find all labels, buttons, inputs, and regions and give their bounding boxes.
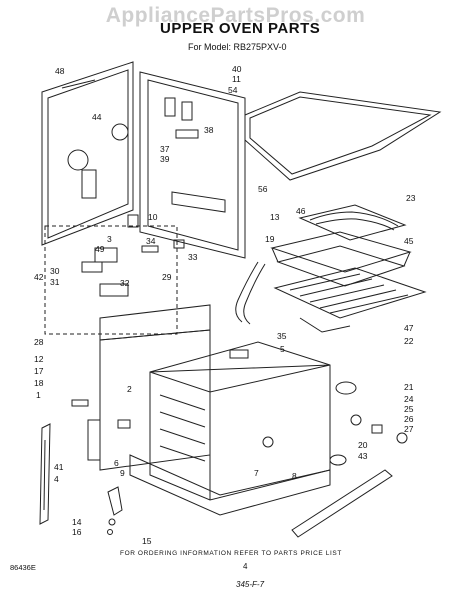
callout-17: 17 [34, 366, 44, 376]
callout-1: 1 [36, 390, 41, 400]
callout-9: 9 [120, 468, 125, 478]
callout-12: 12 [34, 354, 44, 364]
right-hardware [329, 381, 408, 466]
callout-37: 37 [160, 144, 170, 154]
callout-6: 6 [114, 458, 119, 468]
callout-16: 16 [72, 527, 82, 537]
callout-23: 23 [406, 193, 416, 203]
switch-parts [81, 245, 159, 297]
callout-54: 54 [228, 85, 238, 95]
callout-11: 11 [232, 74, 241, 84]
callout-42: 42 [34, 272, 44, 282]
callout-39: 39 [160, 154, 170, 164]
callout-44: 44 [92, 112, 102, 122]
page-number: 4 [243, 562, 248, 571]
callout-35: 35 [277, 331, 287, 341]
callout-10: 10 [148, 212, 158, 222]
callout-18: 18 [34, 378, 44, 388]
callout-19: 19 [265, 234, 275, 244]
page-title: UPPER OVEN PARTS [160, 20, 321, 37]
rear-panel [41, 61, 134, 246]
broil-element [298, 204, 407, 241]
callout-43: 43 [358, 451, 368, 461]
callout-25: 25 [404, 404, 414, 414]
sub-assembly-box [44, 225, 178, 335]
oven-rack [273, 267, 427, 333]
callout-15: 15 [142, 536, 152, 546]
callout-28: 28 [34, 337, 44, 347]
base-pan [129, 454, 331, 516]
callout-7: 7 [254, 468, 259, 478]
callout-33: 33 [188, 252, 198, 262]
callout-22: 22 [404, 336, 414, 346]
callout-32: 32 [120, 278, 130, 288]
callout-29: 29 [162, 272, 172, 282]
callout-41: 41 [54, 462, 64, 472]
callout-3: 3 [107, 234, 112, 244]
watermark: AppliancePartsPros.com [105, 4, 366, 27]
hinge-parts [39, 399, 123, 535]
callout-13: 13 [270, 212, 280, 222]
document-code: 86436E [10, 563, 36, 572]
callout-47: 47 [404, 323, 414, 333]
handwritten-code: 345-F-7 [236, 580, 265, 589]
callout-45: 45 [404, 236, 414, 246]
callout-31: 31 [50, 277, 60, 287]
callout-49: 49 [95, 244, 105, 254]
callout-21: 21 [404, 382, 414, 392]
callout-2: 2 [127, 384, 132, 394]
callout-4: 4 [54, 474, 59, 484]
element-tube [235, 261, 266, 325]
callout-40: 40 [232, 64, 242, 74]
callout-27: 27 [404, 424, 414, 434]
callout-30: 30 [50, 266, 60, 276]
callout-26: 26 [404, 414, 414, 424]
top-panel [244, 91, 442, 181]
callout-56: 56 [258, 184, 268, 194]
broiler-pan [270, 231, 412, 287]
trim-strip [291, 469, 393, 538]
callout-5: 5 [280, 344, 285, 354]
callout-48: 48 [55, 66, 65, 76]
callout-46: 46 [296, 206, 306, 216]
model-subtitle: For Model: RB275PXV-0 [188, 42, 287, 52]
rear-shroud [127, 71, 246, 259]
ordering-note: FOR ORDERING INFORMATION REFER TO PARTS … [120, 550, 342, 557]
callout-24: 24 [404, 394, 414, 404]
side-panel [99, 304, 211, 471]
callout-34: 34 [146, 236, 156, 246]
callout-8: 8 [292, 471, 297, 481]
callout-14: 14 [72, 517, 82, 527]
callout-38: 38 [204, 125, 214, 135]
callout-20: 20 [358, 440, 368, 450]
